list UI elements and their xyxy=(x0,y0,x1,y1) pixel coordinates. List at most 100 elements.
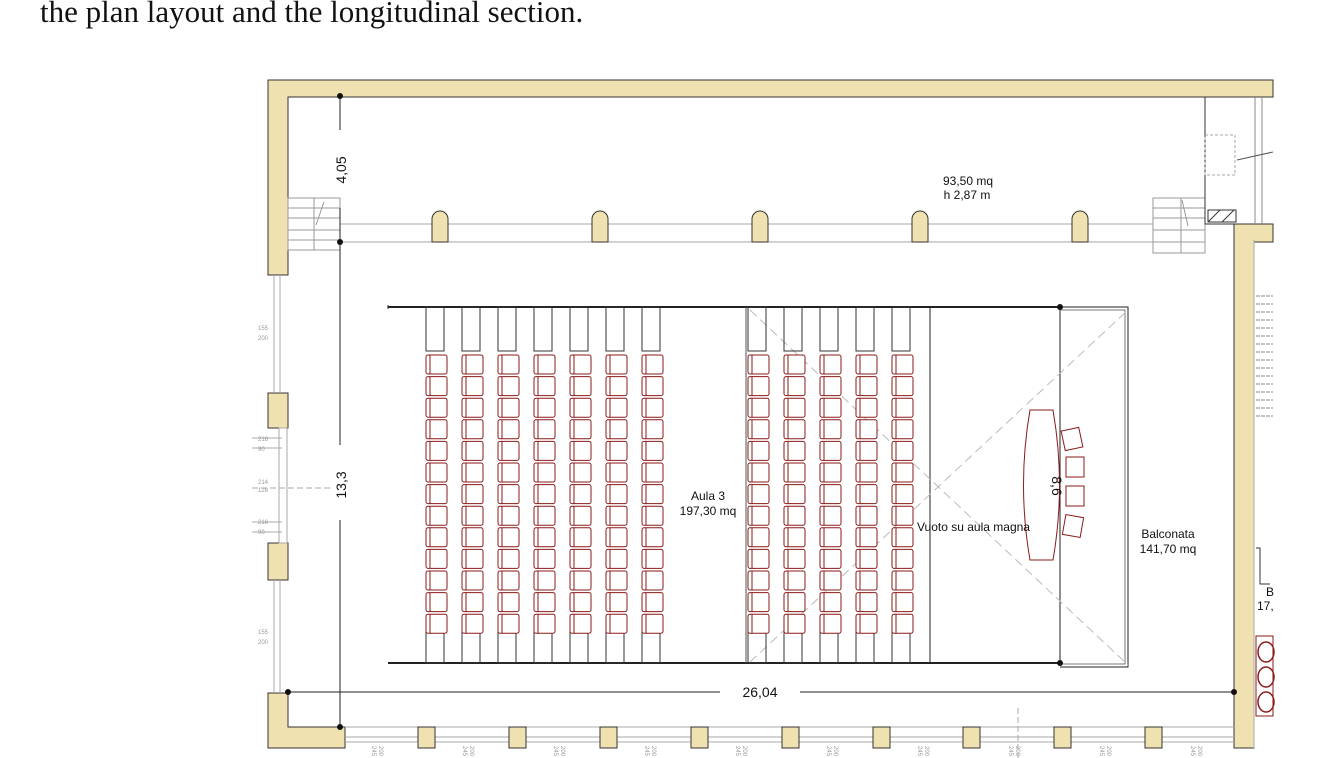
seat xyxy=(461,419,484,440)
seat xyxy=(891,419,914,440)
seat xyxy=(461,462,484,483)
seat xyxy=(569,527,592,548)
window-dimension-mark: 245 xyxy=(1098,746,1104,757)
window-dimension-mark: 200 xyxy=(258,336,269,342)
seat xyxy=(497,376,520,397)
arch-pillar xyxy=(1071,210,1089,243)
seat xyxy=(569,397,592,418)
seat xyxy=(819,397,842,418)
seat xyxy=(891,592,914,613)
seat xyxy=(783,397,806,418)
seat xyxy=(891,613,914,634)
seat xyxy=(569,592,592,613)
toilets xyxy=(1257,641,1275,713)
seat xyxy=(641,570,664,591)
window-dimension-mark: 155 xyxy=(258,630,269,636)
seat xyxy=(497,570,520,591)
bottom-pillar xyxy=(690,726,709,749)
window-dimension-mark: 200 xyxy=(650,746,656,757)
seat xyxy=(461,527,484,548)
seat xyxy=(819,440,842,461)
aisle-step xyxy=(855,306,875,352)
seat xyxy=(497,484,520,505)
seat xyxy=(461,354,484,375)
void-diagonals xyxy=(749,309,1129,666)
seat xyxy=(747,462,770,483)
caption-text: the plan layout and the longitudinal sec… xyxy=(40,0,584,29)
bottom-pillar xyxy=(1053,726,1072,749)
seat xyxy=(891,527,914,548)
seat xyxy=(533,354,556,375)
window-dimension-mark: 216 xyxy=(258,520,269,526)
stairs xyxy=(287,197,1206,254)
aisle-step xyxy=(569,306,589,352)
seat xyxy=(819,484,842,505)
seat xyxy=(783,440,806,461)
seat xyxy=(641,548,664,569)
balcony-name: Balconata xyxy=(1141,527,1195,541)
seat xyxy=(605,613,628,634)
window-dimension-mark: 200 xyxy=(1196,746,1202,757)
seat xyxy=(497,505,520,526)
seat xyxy=(819,613,842,634)
seat xyxy=(569,354,592,375)
side-room-area: 17, xyxy=(1257,599,1274,613)
seat xyxy=(819,419,842,440)
seat xyxy=(425,354,448,375)
seat xyxy=(783,354,806,375)
seat xyxy=(497,440,520,461)
seat xyxy=(891,376,914,397)
dim-bottom-label: 26,04 xyxy=(742,684,777,700)
dimension-lines xyxy=(288,96,1234,727)
seat xyxy=(533,592,556,613)
stair-right xyxy=(1152,197,1206,254)
window-dimension-mark: 245 xyxy=(643,746,649,757)
seat xyxy=(461,440,484,461)
arch-pillar xyxy=(591,210,609,243)
dim-left-label: 13,3 xyxy=(333,471,349,498)
seat xyxy=(641,419,664,440)
seat xyxy=(641,462,664,483)
seat xyxy=(461,592,484,613)
seat xyxy=(461,376,484,397)
seat xyxy=(533,397,556,418)
seat xyxy=(605,505,628,526)
seat xyxy=(425,592,448,613)
seat xyxy=(461,548,484,569)
seat xyxy=(747,397,770,418)
balcony-area: 141,70 mq xyxy=(1140,542,1197,556)
arch-pillar xyxy=(431,210,449,243)
seat xyxy=(461,613,484,634)
seat xyxy=(461,484,484,505)
seat xyxy=(533,376,556,397)
seat xyxy=(855,462,878,483)
seat xyxy=(641,505,664,526)
bottom-pillar xyxy=(781,726,800,749)
aula-name: Aula 3 xyxy=(691,489,725,503)
arch-pillars xyxy=(431,210,1089,243)
seat xyxy=(569,505,592,526)
seat-column xyxy=(783,306,806,664)
seat-column xyxy=(891,306,914,664)
seat xyxy=(641,376,664,397)
seat xyxy=(855,570,878,591)
seat xyxy=(641,527,664,548)
window-dimension-mark: 245 xyxy=(370,746,376,757)
seat xyxy=(533,484,556,505)
seat xyxy=(891,548,914,569)
top-left-wall xyxy=(267,79,1274,276)
stage-table xyxy=(1023,409,1060,561)
seat xyxy=(783,592,806,613)
window-dimension-mark: 200 xyxy=(258,640,269,646)
seat xyxy=(855,548,878,569)
bottom-left-wall xyxy=(267,692,346,749)
void-label: Vuoto su aula magna xyxy=(917,520,1030,534)
window-dimension-mark: 200 xyxy=(1105,746,1111,757)
aisle-step xyxy=(783,306,803,352)
dim-stage-label: 8,6 xyxy=(1049,476,1065,496)
window-dimension-mark: 200 xyxy=(923,746,929,757)
seat xyxy=(533,419,556,440)
window-dimension-mark: 200 xyxy=(559,746,565,757)
seat xyxy=(783,505,806,526)
seat xyxy=(569,419,592,440)
